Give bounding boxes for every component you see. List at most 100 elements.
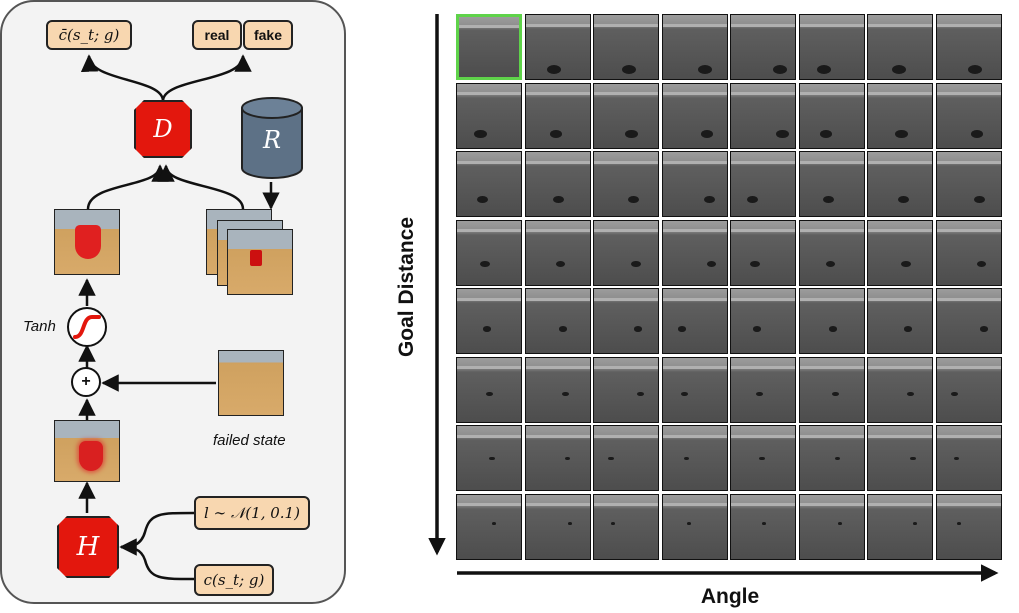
object-blob	[913, 522, 918, 525]
cost-estimate-output: c̄(s_t; g)	[46, 20, 132, 50]
grid-cell	[456, 356, 522, 423]
grid-cell	[524, 356, 591, 423]
object-blob	[762, 522, 767, 525]
generated-image	[54, 209, 120, 275]
grid-cell	[524, 288, 591, 354]
object-blob	[816, 65, 831, 75]
grid-cell	[524, 219, 591, 286]
object-blob	[979, 326, 988, 332]
object-blob	[750, 260, 760, 268]
object-blob	[480, 260, 490, 268]
grid-cell	[524, 493, 591, 560]
grid-cell	[593, 425, 659, 491]
grid-cell	[661, 356, 728, 423]
object-blob	[892, 65, 906, 75]
grid-cell	[798, 288, 865, 354]
object-blob	[831, 391, 839, 397]
grid-cell	[935, 82, 1002, 149]
grid-cell	[798, 82, 865, 149]
grid-cell	[935, 288, 1002, 354]
grid-cell	[935, 219, 1002, 286]
object-blob	[901, 260, 911, 268]
hindsight-network-block: H	[57, 516, 119, 578]
object-blob	[773, 65, 787, 75]
grid-cell	[730, 219, 796, 286]
object-blob	[622, 65, 636, 75]
grid-cell	[661, 493, 728, 560]
grid-cell	[935, 493, 1002, 560]
grid-cell	[798, 493, 865, 560]
grid-cell	[661, 82, 728, 149]
grid-cell	[593, 82, 659, 149]
object-blob	[608, 456, 614, 461]
object-blob	[677, 326, 686, 332]
object-blob	[567, 522, 572, 525]
object-blob	[895, 130, 908, 139]
object-blob	[474, 130, 487, 139]
grid-cell	[661, 288, 728, 354]
grid-cell	[593, 14, 659, 80]
grid-cell	[593, 493, 659, 560]
grid-cell	[867, 219, 933, 286]
object-blob	[953, 456, 960, 461]
object-blob	[956, 522, 961, 525]
highlighted-grid-cell	[456, 14, 522, 80]
arrow-real-to-d	[157, 164, 245, 210]
object-blob	[898, 195, 910, 203]
grid-cell	[867, 288, 933, 354]
image-grid	[456, 14, 1004, 562]
object-blob	[973, 195, 985, 203]
object-blob	[950, 391, 958, 397]
object-blob	[907, 391, 914, 397]
grid-cell	[456, 82, 522, 149]
grid-cell	[867, 425, 933, 491]
grid-cell	[730, 82, 796, 149]
grid-cell	[798, 219, 865, 286]
object-blob	[625, 130, 638, 139]
discriminator-block: D	[134, 100, 192, 158]
grid-cell	[798, 151, 865, 217]
grid-cell	[524, 14, 591, 80]
object-blob	[700, 130, 714, 139]
cost-input: c(s_t; g)	[194, 564, 274, 596]
grid-cell	[730, 151, 796, 217]
replay-label: R	[262, 126, 281, 154]
object-blob	[759, 456, 765, 461]
object-blob	[552, 195, 564, 203]
grid-cell	[593, 151, 659, 217]
x-axis-label: Angle	[700, 585, 760, 608]
grid-cell	[867, 493, 933, 560]
object-blob	[631, 260, 641, 268]
grid-cell	[798, 356, 865, 423]
grid-cell	[524, 82, 591, 149]
grid-cell	[935, 425, 1002, 491]
noise-input: l ∼ 𝒩(1, 0.1)	[194, 496, 310, 530]
object-blob	[976, 260, 987, 268]
tanh-label: Tanh	[23, 318, 56, 335]
object-blob	[753, 326, 762, 332]
failed-state-label: failed state	[213, 432, 286, 449]
object-blob	[486, 391, 493, 397]
grid-cell	[456, 425, 522, 491]
object-blob	[680, 391, 688, 397]
object-blob	[546, 65, 561, 75]
object-blob	[634, 326, 643, 332]
y-axis-arrow	[428, 14, 446, 556]
object-blob	[703, 195, 715, 203]
object-blob	[910, 456, 916, 461]
arrow-d-to-real-fake	[161, 54, 252, 102]
grid-cell	[867, 356, 933, 423]
grid-cell	[456, 219, 522, 286]
real-image-front	[227, 229, 293, 295]
arrow-gen-to-d	[86, 164, 169, 210]
grid-cell	[524, 425, 591, 491]
failed-state-image	[218, 350, 284, 416]
grid-cell	[935, 151, 1002, 217]
tanh-icon	[67, 307, 107, 347]
object-blob	[492, 522, 497, 525]
fake-label: fake	[243, 20, 293, 50]
object-blob	[828, 326, 837, 332]
hindsight-output-image	[54, 420, 120, 482]
object-blob	[489, 456, 495, 461]
grid-cell	[456, 493, 522, 560]
